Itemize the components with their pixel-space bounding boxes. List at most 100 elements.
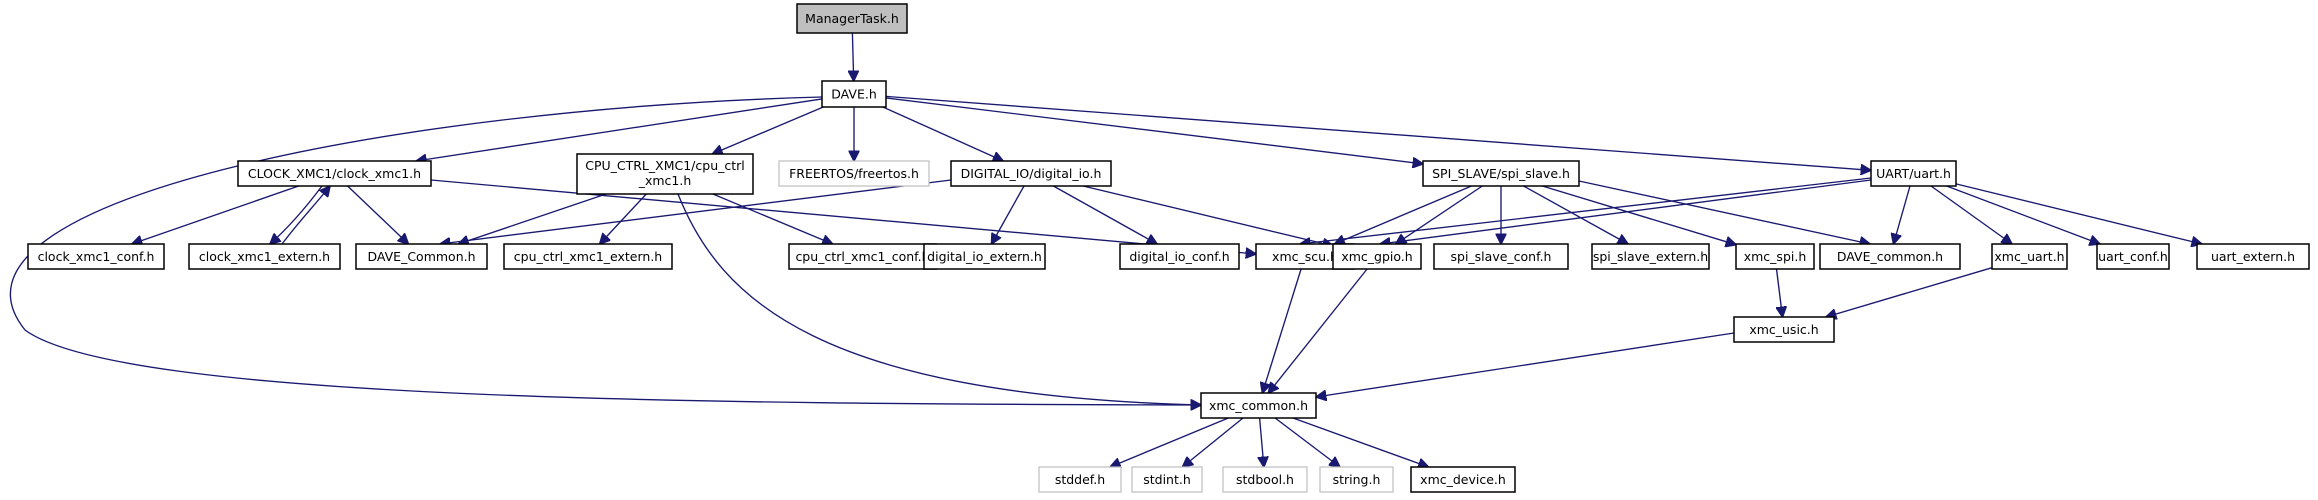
- edge-xmc_uart-to-xmc_usic: [1826, 267, 1993, 317]
- node-label: SPI_SLAVE/spi_slave.h: [1432, 166, 1570, 181]
- node-label: CPU_CTRL_XMC1/cpu_ctrl: [585, 158, 745, 173]
- node-cpu-ctrl[interactable]: CPU_CTRL_XMC1/cpu_ctrl_xmc1.h: [576, 153, 754, 195]
- node-box: [1410, 466, 1516, 493]
- node-spi-slave-extern[interactable]: spi_slave_extern.h: [1591, 243, 1710, 270]
- edge-xmc_common-to-stdint: [1183, 417, 1244, 467]
- node-xmc-gpio[interactable]: xmc_gpio.h: [1332, 243, 1422, 270]
- edge-dave-to-cpu_ctrl: [712, 106, 824, 154]
- node-clock-xmc1-conf[interactable]: clock_xmc1_conf.h: [27, 243, 165, 270]
- node-cpu-ctrl-conf[interactable]: cpu_ctrl_xmc1_conf.h: [788, 243, 937, 270]
- node-box: [237, 160, 432, 187]
- node-cpu-ctrl-extern[interactable]: cpu_ctrl_xmc1_extern.h: [503, 243, 673, 270]
- node-digital-io-conf[interactable]: digital_io_conf.h: [1119, 243, 1240, 270]
- node-dave[interactable]: DAVE.h: [821, 80, 887, 108]
- node-box: [950, 160, 1112, 187]
- node-xmc-device[interactable]: xmc_device.h: [1410, 466, 1516, 493]
- edge-xmc_common-to-stddef: [1110, 417, 1229, 467]
- node-spi-slave[interactable]: SPI_SLAVE/spi_slave.h: [1422, 160, 1580, 187]
- node-uart-conf[interactable]: uart_conf.h: [2096, 243, 2170, 270]
- node-freertos[interactable]: FREERTOS/freertos.h: [778, 160, 930, 187]
- edge-cpu_ctrl-to-dave_common_cap: [458, 193, 607, 244]
- edge-dave-to-uart: [885, 95, 1871, 170]
- node-box: [1038, 466, 1122, 493]
- edge-uart-to-xmc_gpio: [1380, 179, 1872, 244]
- node-label: DIGITAL_IO/digital_io.h: [961, 166, 1102, 181]
- node-digital-io[interactable]: DIGITAL_IO/digital_io.h: [950, 160, 1112, 187]
- node-dave-common-cap[interactable]: DAVE_Common.h: [355, 243, 488, 270]
- node-stdint[interactable]: stdint.h: [1131, 466, 1203, 493]
- edge-xmc_common-to-string: [1274, 417, 1340, 467]
- node-stddef[interactable]: stddef.h: [1038, 466, 1122, 493]
- node-box: [1200, 392, 1317, 419]
- node-spi-slave-conf[interactable]: spi_slave_conf.h: [1433, 243, 1569, 270]
- node-xmc-spi[interactable]: xmc_spi.h: [1735, 243, 1815, 270]
- node-label: spi_slave_conf.h: [1451, 249, 1552, 264]
- node-box: [1422, 160, 1580, 187]
- node-box: [788, 243, 937, 270]
- node-xmc-usic[interactable]: xmc_usic.h: [1733, 316, 1835, 343]
- node-uart[interactable]: UART/uart.h: [1870, 160, 1957, 187]
- node-box: [27, 243, 165, 270]
- node-label: xmc_usic.h: [1749, 322, 1818, 337]
- node-label: CLOCK_XMC1/clock_xmc1.h: [248, 166, 421, 181]
- node-clock-xmc1[interactable]: CLOCK_XMC1/clock_xmc1.h: [237, 160, 432, 187]
- edge-cpu_ctrl-to-xmc_common: [677, 193, 1201, 405]
- node-label: spi_slave_extern.h: [1593, 249, 1708, 264]
- node-box: [188, 243, 341, 270]
- edge-cpu_ctrl-to-cpu_ctrl_extern: [600, 193, 647, 244]
- node-box: [576, 153, 754, 195]
- edge-xmc_common-to-xmc_device: [1292, 417, 1429, 467]
- edge-digital_io-to-digital_io_conf: [1053, 185, 1157, 244]
- node-box: [1433, 243, 1569, 270]
- node-label: xmc_spi.h: [1744, 249, 1807, 264]
- edge-digital_io-to-dave_common_cap: [440, 179, 952, 244]
- node-box: [796, 3, 908, 34]
- node-xmc-common[interactable]: xmc_common.h: [1200, 392, 1317, 419]
- edge-spi_slave-to-xmc_scu: [1335, 185, 1472, 244]
- edge-xmc_common-to-stdbool: [1260, 417, 1264, 467]
- node-digital-io-extern[interactable]: digital_io_extern.h: [923, 243, 1046, 270]
- edge-spi_slave-to-xmc_gpio: [1396, 185, 1483, 244]
- node-label: cpu_ctrl_xmc1_extern.h: [514, 249, 662, 264]
- edge-uart-to-dave_common_low: [1894, 185, 1911, 244]
- edge-clock_xmc1-to-xmc_scu: [430, 179, 1256, 254]
- node-managertask[interactable]: ManagerTask.h: [796, 3, 908, 34]
- node-box: [1819, 243, 1961, 270]
- node-label: UART/uart.h: [1876, 166, 1951, 181]
- node-box: [1222, 466, 1308, 493]
- edge-clock_xmc1-to-clock_xmc1_extern: [270, 185, 323, 244]
- node-label: cpu_ctrl_xmc1_conf.h: [795, 249, 929, 264]
- edges-layer: [9, 32, 2202, 467]
- node-label: xmc_uart.h: [1994, 249, 2064, 264]
- node-label: xmc_scu.h: [1272, 249, 1338, 264]
- node-label: stdbool.h: [1236, 472, 1294, 487]
- node-string[interactable]: string.h: [1319, 466, 1394, 493]
- node-box: [1735, 243, 1815, 270]
- edge-clock_xmc1-to-clock_xmc1_conf: [132, 185, 299, 244]
- node-box: [503, 243, 673, 270]
- node-label: uart_extern.h: [2211, 249, 2295, 264]
- node-label: FREERTOS/freertos.h: [789, 166, 919, 181]
- node-dave-common-low[interactable]: DAVE_common.h: [1819, 243, 1961, 270]
- node-clock-xmc1-extern[interactable]: clock_xmc1_extern.h: [188, 243, 341, 270]
- edge-dave-to-digital_io: [882, 106, 1003, 161]
- node-label: DAVE_common.h: [1837, 249, 1943, 264]
- node-box: [1870, 160, 1957, 187]
- node-box: [2096, 243, 2170, 270]
- node-label: digital_io_extern.h: [927, 249, 1042, 264]
- node-box: [1991, 243, 2068, 270]
- edge-dave-to-spi_slave: [885, 97, 1423, 164]
- node-uart-extern[interactable]: uart_extern.h: [2196, 243, 2310, 270]
- node-label: xmc_common.h: [1209, 398, 1308, 413]
- node-label: string.h: [1333, 472, 1381, 487]
- node-xmc-uart[interactable]: xmc_uart.h: [1991, 243, 2068, 270]
- edge-xmc_scu-to-xmc_common: [1262, 268, 1302, 393]
- node-label: DAVE.h: [831, 87, 877, 102]
- edge-xmc_gpio-to-xmc_common: [1268, 268, 1368, 393]
- edge-xmc_spi-to-xmc_usic: [1777, 268, 1783, 317]
- node-label: DAVE_Common.h: [367, 249, 475, 264]
- node-box: [1119, 243, 1240, 270]
- node-stdbool[interactable]: stdbool.h: [1222, 466, 1308, 493]
- node-label: _xmc1.h: [638, 173, 692, 188]
